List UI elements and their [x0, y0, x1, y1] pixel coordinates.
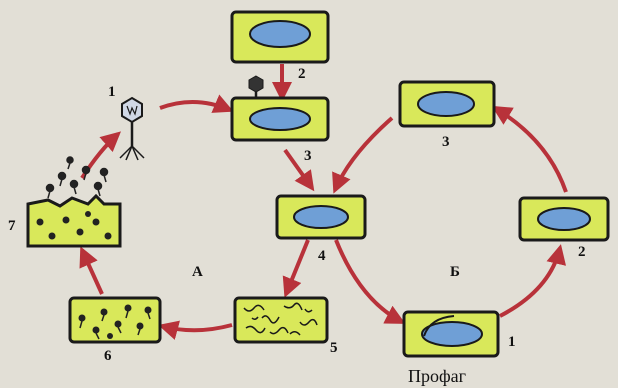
label-cell-6: 6 [104, 348, 112, 364]
arrow-3-to-4 [283, 148, 315, 192]
arrow-b1-to-b2 [499, 244, 567, 318]
bacterium-cell-5-replication [233, 296, 329, 344]
label-cycle-b: Б [450, 264, 460, 280]
bacterium-cell-2 [230, 10, 330, 64]
label-phage-1: 1 [108, 84, 116, 100]
released-phages [45, 156, 109, 199]
bacterium-cell-4 [275, 194, 367, 240]
arrow-1-to-3 [159, 94, 234, 113]
label-prophage: Профаг [408, 366, 466, 386]
arrow-b2-to-b3 [491, 105, 568, 193]
arrow-b3-to-4 [332, 116, 394, 194]
labels: 1 2 3 4 5 6 7 А Б 3 2 1 Профаг [8, 66, 586, 386]
arrow-4-to-5 [282, 239, 310, 298]
label-cell-3: 3 [304, 148, 312, 164]
label-cell-4: 4 [318, 248, 326, 264]
label-cycle-a: А [192, 264, 203, 280]
label-cell-b3: 3 [442, 134, 450, 150]
label-cell-b1: 1 [508, 334, 516, 350]
label-cell-2: 2 [298, 66, 306, 82]
label-cell-b2: 2 [578, 244, 586, 260]
bacterium-cell-7-lysis [26, 156, 122, 248]
arrow-5-to-6 [158, 320, 233, 340]
label-cell-7: 7 [8, 218, 16, 234]
bacterium-cell-3-phage-attached [230, 75, 330, 142]
arrow-6-to-7 [79, 246, 104, 295]
bacterium-cell-b3 [398, 80, 496, 128]
bacteriophage-1 [119, 96, 145, 161]
label-cell-5: 5 [330, 340, 338, 356]
bacterium-cell-b1-prophage [402, 310, 500, 358]
arrow-4-to-b1 [334, 239, 406, 324]
bacterium-cell-6-assembly [68, 296, 162, 344]
bacterium-cell-b2 [518, 196, 610, 242]
